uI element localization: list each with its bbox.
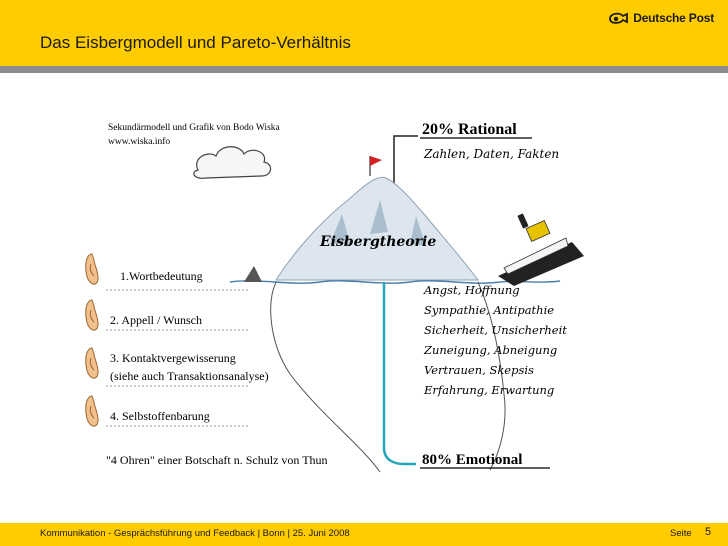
emotional-item-6: Erfahrung, Erwartung (423, 383, 554, 397)
footer-text: Kommunikation - Gesprächsführung und Fee… (40, 528, 350, 539)
logo-text: Deutsche Post (633, 11, 714, 25)
emotional-item-5: Vertrauen, Skepsis (424, 363, 534, 377)
flag-icon (369, 156, 382, 176)
ship-icon (498, 213, 584, 286)
rational-connector (393, 135, 418, 202)
footer-bar: Kommunikation - Gesprächsführung und Fee… (0, 523, 728, 546)
iceberg-label: Eisbergtheorie (319, 234, 436, 250)
ear-label-3-sub: (siehe auch Transaktionsanalyse) (110, 369, 269, 383)
slide-title: Das Eisbergmodell und Pareto-Verhältnis (40, 33, 351, 52)
emotional-item-3: Sicherheit, Unsicherheit (424, 323, 567, 337)
emotional-connector (382, 282, 416, 466)
rational-items: Zahlen, Daten, Fakten (423, 147, 559, 161)
thun-quote: "4 Ohren" einer Botschaft n. Schulz von … (106, 453, 328, 467)
iceberg-figure: Sekundärmodell und Grafik von Bodo Wiska… (80, 104, 618, 492)
emotional-item-2: Sympathie, Antipathie (424, 303, 554, 317)
shark-fin-icon (244, 266, 262, 282)
ear-label-1: 1.Wortbedeutung (120, 269, 203, 283)
ear-icon (85, 299, 99, 331)
ear-label-2: 2. Appell / Wunsch (110, 313, 202, 327)
emotional-item-1: Angst, Hoffnung (423, 283, 520, 297)
ear-icon (85, 395, 99, 427)
iceberg-top (275, 176, 480, 281)
ear-icon (85, 347, 99, 379)
post-horn-icon (609, 12, 629, 24)
ear-label-3: 3. Kontaktvergewisserung (110, 351, 236, 365)
rational-heading: 20% Rational (422, 121, 517, 138)
underwater-outline (270, 281, 506, 473)
cloud-icon (193, 146, 272, 179)
ear-label-4: 4. Selbstoffenbarung (110, 409, 210, 423)
deutsche-post-logo: Deutsche Post (607, 10, 714, 26)
page-label: Seite (670, 528, 692, 539)
credit-line-2: www.wiska.info (108, 136, 170, 147)
iceberg-illustration: Sekundärmodell und Grafik von Bodo Wiska… (85, 121, 584, 473)
ear-icon (85, 253, 99, 285)
header-divider (0, 66, 728, 73)
credit-line-1: Sekundärmodell und Grafik von Bodo Wiska (108, 122, 281, 133)
emotional-heading: 80% Emotional (422, 452, 522, 468)
page-number: 5 (705, 526, 712, 538)
emotional-item-4: Zuneigung, Abneigung (423, 343, 557, 357)
header-bar: Das Eisbergmodell und Pareto-Verhältnis … (0, 0, 728, 66)
